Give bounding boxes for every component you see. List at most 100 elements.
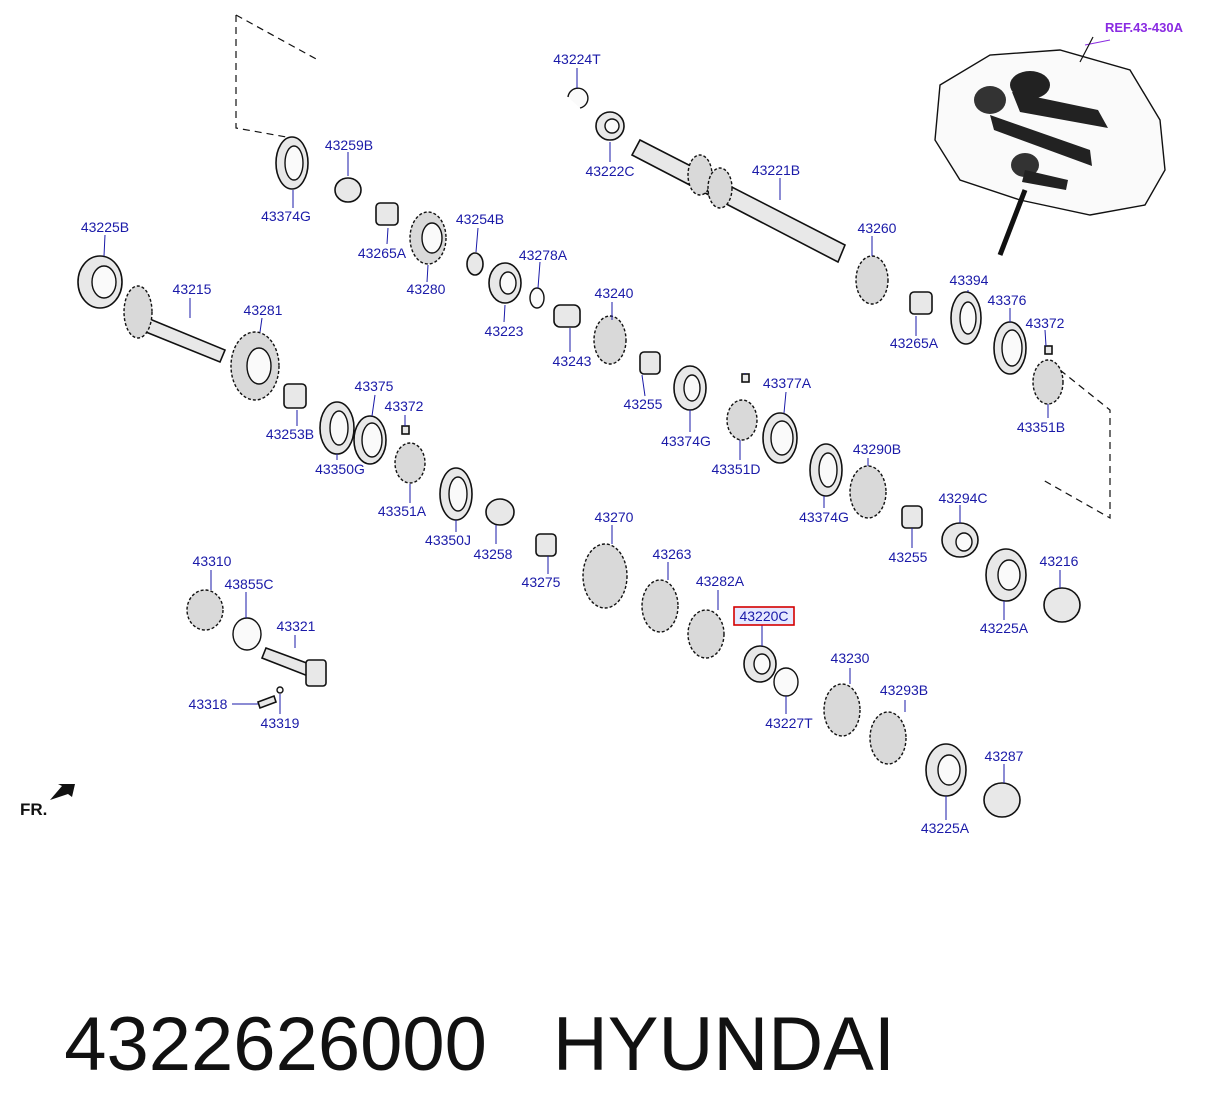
part-label[interactable]: 43215 (173, 281, 212, 297)
part-label[interactable]: 43255 (889, 549, 928, 565)
gear-43240 (593, 315, 627, 365)
leader-lines (103, 68, 1061, 820)
part-label[interactable]: 43318 (189, 696, 228, 712)
gear-43310 (186, 589, 224, 631)
part-label[interactable]: 43258 (474, 546, 513, 562)
sleeve-43243 (553, 304, 581, 328)
part-label[interactable]: 43350J (425, 532, 471, 548)
bearing-43253B (283, 383, 307, 409)
part-label[interactable]: 43222C (585, 163, 634, 179)
part-label[interactable]: 43254B (456, 211, 504, 227)
part-label[interactable]: 43278A (519, 247, 568, 263)
part-label[interactable]: 43253B (266, 426, 314, 442)
part-label[interactable]: 43377A (763, 375, 812, 391)
gear-43260 (855, 255, 889, 305)
key-43372-right (1044, 345, 1053, 355)
part-label[interactable]: 43351B (1017, 419, 1065, 435)
part-label[interactable]: 43227T (765, 715, 813, 731)
reference-label[interactable]: REF.43-430A (1105, 20, 1184, 35)
part-label[interactable]: 43375 (355, 378, 394, 394)
part-label[interactable]: 43265A (890, 335, 939, 351)
hub-43351D (726, 399, 758, 441)
synchro-ring-43350G (319, 401, 355, 455)
part-label[interactable]: 43351D (711, 461, 760, 477)
part-label[interactable]: 43374G (261, 208, 311, 224)
part-label[interactable]: 43281 (244, 302, 283, 318)
transmission-housing-illustration (934, 36, 1166, 256)
part-label[interactable]: 43255 (624, 396, 663, 412)
part-label[interactable]: 43216 (1040, 553, 1079, 569)
key-43372-mid (741, 373, 750, 383)
part-label[interactable]: 43394 (950, 272, 989, 288)
bolt-43318 (256, 694, 278, 710)
exploded-parts-diagram: 43224T 43259B 43374G 43222C 43221B 43225… (20, 14, 1184, 836)
gear-43230 (823, 683, 861, 737)
part-label[interactable]: 43225A (921, 820, 970, 836)
part-label[interactable]: 43225A (980, 620, 1029, 636)
part-label[interactable]: 43275 (522, 574, 561, 590)
bearing-43222C (595, 111, 625, 141)
key-43372-left (401, 425, 410, 435)
part-label[interactable]: 43294C (938, 490, 987, 506)
part-label[interactable]: 43372 (1026, 315, 1065, 331)
part-label[interactable]: 43270 (595, 509, 634, 525)
part-label[interactable]: 43376 (988, 292, 1027, 308)
hub-43351A (394, 442, 426, 484)
part-label[interactable]: 43290B (853, 441, 901, 457)
part-label[interactable]: 43224T (553, 51, 601, 67)
sleeve-43294C (941, 522, 979, 558)
bearing-43255-mid (639, 351, 661, 375)
brand-name: HYUNDAI (552, 1002, 895, 1087)
part-label[interactable]: 43243 (553, 353, 592, 369)
bearing-43225A-bottom (925, 743, 967, 797)
part-label[interactable]: 43221B (752, 162, 800, 178)
part-label[interactable]: 43293B (880, 682, 928, 698)
part-label[interactable]: 43223 (485, 323, 524, 339)
part-label[interactable]: 43372 (385, 398, 424, 414)
part-label[interactable]: 43282A (696, 573, 745, 589)
part-label[interactable]: 43240 (595, 285, 634, 301)
part-label[interactable]: 43260 (858, 220, 897, 236)
cap-43216 (1043, 587, 1081, 623)
part-label[interactable]: 43351A (378, 503, 427, 519)
part-label[interactable]: 43855C (224, 576, 273, 592)
sleeve-43259B (334, 177, 362, 203)
sleeve-43258 (485, 498, 515, 526)
part-label[interactable]: 43265A (358, 245, 407, 261)
bracket-line-right (1042, 369, 1111, 520)
bearing-43225B (77, 255, 123, 309)
synchro-ring-43350J (439, 467, 473, 521)
gear-43263 (641, 579, 679, 633)
part-label[interactable]: 43321 (277, 618, 316, 634)
ring-43394 (950, 291, 982, 345)
front-arrow-icon (50, 784, 75, 800)
part-label[interactable]: 43263 (653, 546, 692, 562)
gear-43290B (849, 465, 887, 519)
snap-ring-43227T (773, 667, 799, 697)
shift-shaft (260, 646, 327, 687)
part-label[interactable]: 43374G (799, 509, 849, 525)
part-label[interactable]: 43374G (661, 433, 711, 449)
part-label[interactable]: 43287 (985, 748, 1024, 764)
part-label[interactable]: 43319 (261, 715, 300, 731)
bearing-43265A (375, 202, 399, 226)
part-label[interactable]: 43230 (831, 650, 870, 666)
snap-ring-43224T (567, 87, 589, 109)
bearing-43220C (743, 645, 777, 683)
output-shaft (123, 285, 227, 364)
bearing-43255-right (901, 505, 923, 529)
sleeve-43375 (353, 415, 387, 465)
part-label[interactable]: 43280 (407, 281, 446, 297)
part-label[interactable]: 43350G (315, 461, 365, 477)
gear-43270 (582, 543, 628, 609)
highlighted-part-label[interactable]: 43220C (739, 608, 788, 624)
cap-43287 (983, 782, 1021, 818)
part-label[interactable]: 43259B (325, 137, 373, 153)
sleeve-43376 (993, 321, 1027, 375)
bearing-43223 (488, 262, 522, 304)
gear-43282A (687, 609, 725, 659)
part-label[interactable]: 43310 (193, 553, 232, 569)
synchro-ring-43374G-mid (673, 365, 707, 411)
part-label[interactable]: 43225B (81, 219, 129, 235)
